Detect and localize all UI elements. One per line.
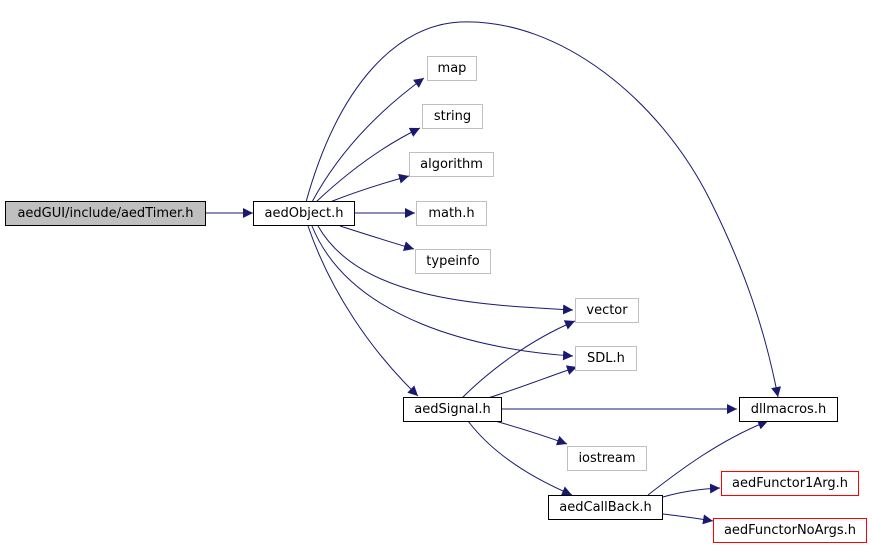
edge-aedcallback-dllmacros	[647, 420, 769, 496]
edge-aedobject-algorithm	[329, 173, 410, 203]
edge-aedobject-sdl	[311, 225, 574, 361]
edge-aedsignal-vector	[461, 320, 576, 399]
node-aedcallback-h[interactable]: aedCallBack.h	[548, 495, 663, 520]
node-vector: vector	[575, 298, 639, 323]
node-math-h: math.h	[416, 201, 487, 226]
node-algorithm: algorithm	[409, 152, 494, 177]
edge-aedsignal-iostream	[494, 420, 568, 446]
edge-aedobject-map	[311, 77, 425, 203]
edge-aedsignal-sdl	[487, 365, 578, 399]
node-aedtimer-h[interactable]: aedGUI/include/aedTimer.h	[5, 201, 206, 226]
edge-aedcallback-aedfunctor1arg	[662, 483, 721, 498]
edge-aedobject-typeinfo	[339, 225, 415, 251]
node-aedobject-h[interactable]: aedObject.h	[253, 201, 355, 226]
node-dllmacros-h[interactable]: dllmacros.h	[739, 397, 838, 422]
edge-aedobject-aedsignal	[307, 225, 419, 397]
node-iostream: iostream	[567, 446, 647, 471]
node-string: string	[422, 104, 483, 129]
node-sdl-h: SDL.h	[575, 346, 637, 371]
node-map: map	[427, 56, 477, 81]
node-aedfunctor1arg-h[interactable]: aedFunctor1Arg.h	[721, 471, 859, 496]
edge-aedsignal-aedcallback	[467, 420, 573, 496]
edge-aedobject-vector	[317, 225, 574, 315]
edge-aedobject-dllmacros	[305, 21, 782, 398]
edge-aedcallback-aedfunctornoargs	[662, 513, 714, 525]
edge-aedobject-string	[315, 127, 421, 203]
node-aedsignal-h[interactable]: aedSignal.h	[403, 397, 502, 422]
node-aedfunctornoargs-h[interactable]: aedFunctorNoArgs.h	[713, 518, 867, 543]
node-typeinfo: typeinfo	[415, 249, 491, 274]
